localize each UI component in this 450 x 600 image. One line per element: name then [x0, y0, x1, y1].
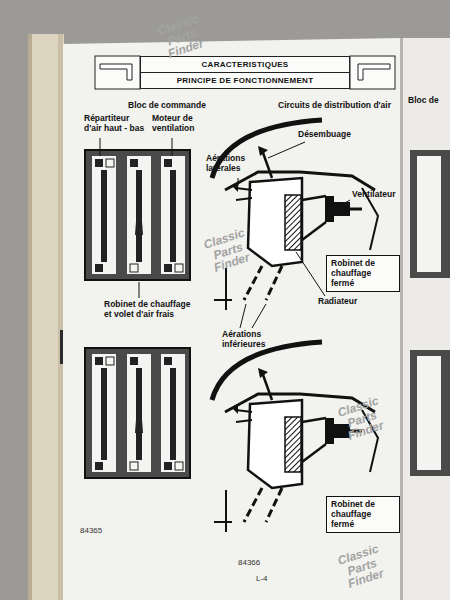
section-heading: Circuits de distribution d'air: [278, 101, 398, 111]
status-box: Robinet de chauffage fermé: [326, 255, 400, 292]
section-heading: Bloc de: [408, 96, 448, 106]
part-label: Radiateur: [318, 297, 378, 307]
next-page-panel: [410, 350, 450, 476]
part-label: Robinet de chauffage et volet d'air frai…: [104, 300, 196, 320]
box-text: Robinet de chauffage fermé: [331, 259, 395, 288]
section-heading: Bloc de commande: [128, 101, 238, 111]
control-panel: [85, 150, 190, 280]
part-label: Désembuage: [298, 130, 368, 140]
part-label: Répartiteur d'air haut - bas: [84, 114, 146, 134]
part-label: Aérations latérales: [206, 154, 258, 174]
status-box: Robinet de chauffage fermé: [326, 496, 400, 533]
leader-lines: [100, 138, 350, 328]
part-label: Moteur de ventilation: [152, 114, 204, 134]
page-number: L-4: [256, 574, 286, 583]
header-box: CARACTERISTIQUESPRINCIPE DE FONCTIONNEME…: [140, 56, 350, 89]
box-text: PRINCIPE DE FONCTIONNEMENT: [141, 73, 349, 88]
book-spine: [28, 34, 64, 600]
part-label: Ventilateur: [352, 190, 400, 200]
next-page-panel: [410, 150, 450, 278]
control-panel: [85, 348, 190, 478]
header-side-cells: [95, 56, 395, 89]
figure-number: 84365: [80, 526, 120, 535]
next-page: [402, 38, 450, 600]
part-label: Aérations inférieures: [222, 330, 284, 350]
header-icon: [100, 64, 132, 80]
figure-number: 84366: [238, 558, 278, 567]
header-icon: [358, 64, 390, 80]
page-sheet: [63, 38, 402, 600]
box-text: Robinet de chauffage fermé: [331, 500, 395, 529]
